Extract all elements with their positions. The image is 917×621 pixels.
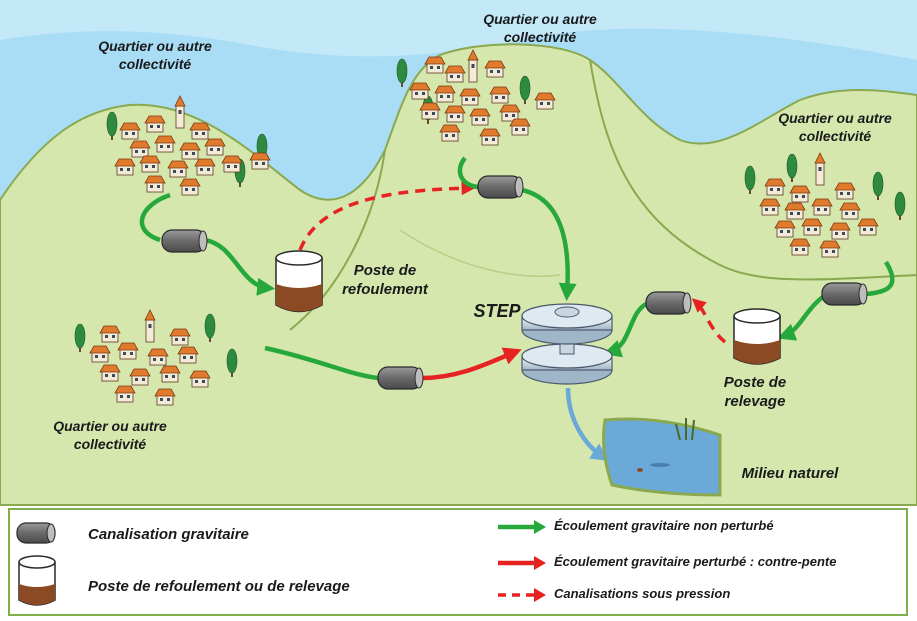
legend-red-label: Écoulement gravitaire perturbé : contre-… <box>554 554 837 569</box>
cloud <box>0 0 917 60</box>
legend-green-arrow-icon <box>498 520 546 534</box>
legend-green-label: Écoulement gravitaire non perturbé <box>554 518 774 533</box>
outflow <box>565 387 609 461</box>
green-flow <box>457 156 479 190</box>
gravity-pipe <box>477 175 524 199</box>
label-step: STEP <box>473 301 521 321</box>
gravity-pipe <box>161 229 208 253</box>
legend-red-arrow-icon <box>498 556 546 570</box>
hill-ridge <box>289 149 386 331</box>
green-flow <box>204 237 276 296</box>
legend-poste-label: Poste de refoulement ou de relevage <box>88 578 350 595</box>
legend-tank-icon <box>18 555 56 606</box>
milieu-naturel-pond <box>602 417 722 497</box>
dashed-pressure-flow <box>298 181 476 251</box>
legend-pipe-icon <box>16 522 56 544</box>
gravity-pipe <box>821 282 868 306</box>
step-treatment-plant <box>521 303 613 385</box>
green-flow <box>777 294 826 341</box>
gravity-pipe <box>377 366 424 390</box>
label-milieu-naturel: Milieu naturel <box>741 465 839 482</box>
green-flow <box>139 192 171 243</box>
red-flow <box>421 347 522 381</box>
legend-dashed-label: Canalisations sous pression <box>554 586 731 601</box>
poste-relevage-tank <box>733 308 781 365</box>
legend: Canalisation gravitaire Poste de refoule… <box>8 508 908 616</box>
legend-canalisation-label: Canalisation gravitaire <box>88 526 249 543</box>
gravity-pipe <box>645 291 692 315</box>
green-flow <box>865 260 895 297</box>
green-flow <box>521 187 577 302</box>
hill-ridge <box>399 229 561 277</box>
green-flow <box>603 300 650 358</box>
green-flow <box>264 345 379 381</box>
dashed-pressure-flow <box>691 298 727 344</box>
hill-ridge <box>589 59 917 281</box>
legend-dashed-arrow-icon <box>498 588 546 602</box>
poste-refoulement-tank <box>275 250 323 313</box>
